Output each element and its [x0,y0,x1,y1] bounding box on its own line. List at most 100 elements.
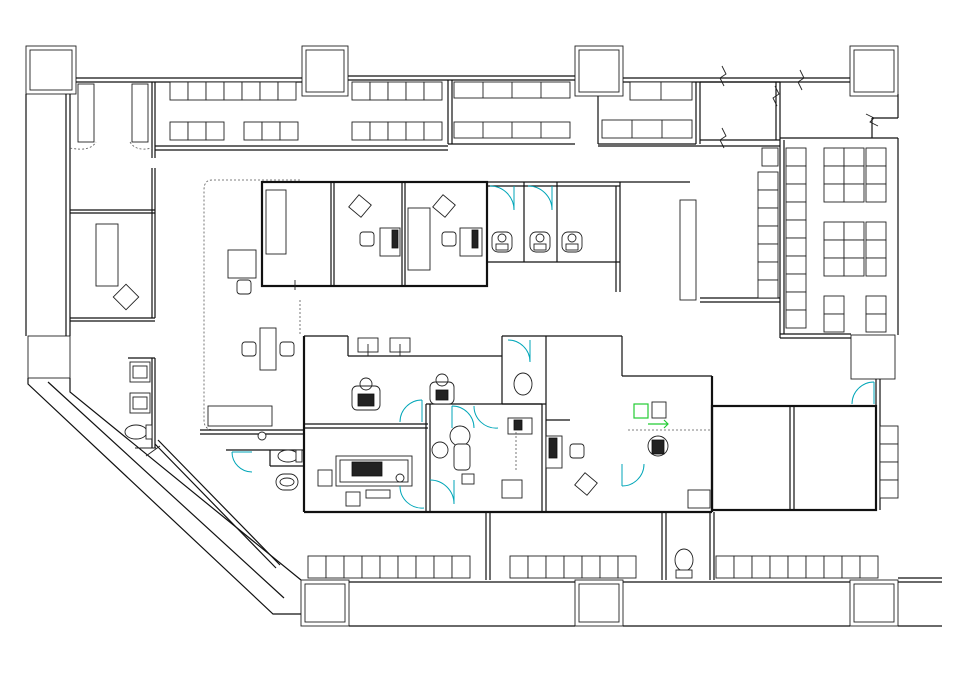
seat-row-icon [757,171,779,191]
desk-icon [95,223,119,287]
column-icon [25,45,77,95]
chair-icon [574,472,598,496]
seat-row-icon [169,121,189,141]
dental-chair-icon [351,377,381,411]
column-icon [574,579,624,627]
seat-row-icon [843,147,865,167]
seat-row-icon [865,313,887,333]
seat-row-icon [169,81,189,101]
seat-row-icon [205,121,225,141]
sink-icon [275,473,299,491]
seat-row-icon [843,165,865,185]
seat-row-icon [405,81,425,101]
toilet-icon [513,372,533,396]
desk-icon [227,249,257,279]
seat-row-icon [785,273,807,293]
chair-icon [241,341,257,357]
seat-row-icon [865,239,887,259]
seat-row-icon [307,555,327,579]
seat-row-icon [805,555,825,579]
seat-row-icon [205,81,225,101]
seat-row-icon [405,121,425,141]
column-icon [301,45,349,97]
seat-row-icon [351,81,371,101]
column-icon [849,45,899,97]
seat-row-icon [865,257,887,277]
seat-row-icon [865,165,887,185]
toilet-icon [674,548,694,572]
seat-row-icon [527,555,547,579]
seat-row-icon [843,221,865,241]
waiting-seats-south [307,555,879,579]
chair-icon [633,403,649,419]
column-icon [574,45,624,97]
seat-row-icon [785,201,807,221]
seat-row-icon [423,121,443,141]
sink-icon [129,392,151,414]
chair-icon [359,231,375,247]
seat-row-icon [841,555,861,579]
seat-row-icon [865,183,887,203]
seat-row-icon [823,147,845,167]
seat-row-icon [843,183,865,203]
desk-icon [207,405,273,427]
seat-row-icon [757,207,779,227]
exterior-walls [25,75,942,627]
seat-row-icon [823,165,845,185]
seat-row-icon [865,221,887,241]
seat-row-icon [277,81,297,101]
seat-row-icon [757,261,779,281]
seat-row-icon [361,555,381,579]
seat-row-icon [451,555,471,579]
seat-row-icon [787,555,807,579]
seat-row-icon [617,555,637,579]
seat-row-icon [865,147,887,167]
seat-row-icon [351,121,371,141]
desk-icon [501,479,523,499]
seat-row-icon [757,243,779,263]
seat-row-icon [599,555,619,579]
seat-row-icon [823,239,845,259]
seat-row-icon [243,121,263,141]
desk-icon [259,327,277,371]
chair-icon [112,283,140,311]
seat-row-icon [563,555,583,579]
column-icon [849,579,899,627]
seat-row-icon [379,555,399,579]
seat-row-icon [369,121,389,141]
seat-row-icon [785,147,807,167]
seat-row-icon [751,555,771,579]
dental-chair-icon [431,425,475,485]
dental-chair-icon [429,373,455,405]
seat-row-icon [843,257,865,277]
waiting-seats-top [169,81,443,141]
seat-row-icon [757,279,779,299]
chair-icon [432,194,456,218]
seat-row-icon [433,555,453,579]
desk-icon [459,227,483,257]
lobby-furniture [207,249,295,427]
column-icon [300,579,350,627]
column-icon [27,335,71,379]
seat-row-icon [733,555,753,579]
dental-chair-icon [647,435,669,457]
seat-row-icon [279,121,299,141]
seat-row-icon [785,255,807,275]
seat-row-icon [757,189,779,209]
seat-row-icon [823,295,845,315]
seat-row-icon [387,121,407,141]
seat-row-icon [397,555,417,579]
seat-row-icon [823,183,845,203]
seat-row-icon [325,555,345,579]
structural-columns [25,45,899,627]
seat-row-icon [785,219,807,239]
seat-row-icon [387,81,407,101]
seat-row-icon [859,555,879,579]
seat-row-icon [843,239,865,259]
toilet-icon [124,424,148,440]
west-lobby [69,82,156,448]
seat-row-icon [785,291,807,311]
south-strip [485,512,715,580]
seat-row-icon [761,147,779,167]
